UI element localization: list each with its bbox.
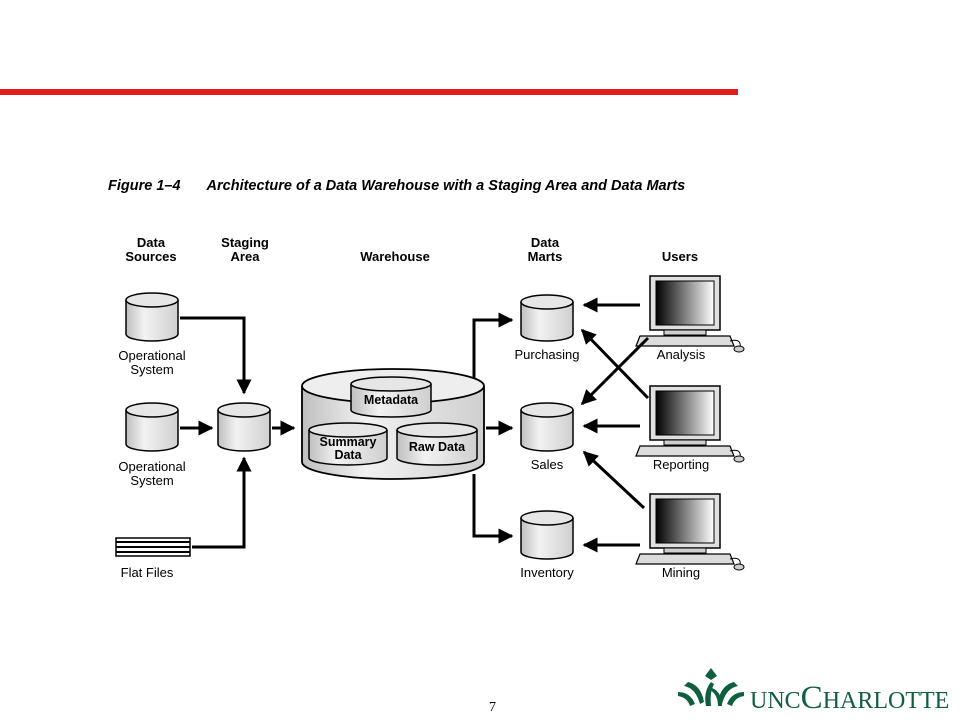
column-heading-sources: Data Sources <box>125 235 177 264</box>
column-heading-warehouse: Warehouse <box>360 249 430 264</box>
raw-data-label: Raw Data <box>408 440 466 454</box>
arrow-analysis-to-sales <box>580 336 650 406</box>
unc-charlotte-crown-logo <box>678 668 744 706</box>
mart-database-sales <box>520 402 574 452</box>
mart-database-inventory <box>520 510 574 560</box>
figure-title: Figure 1–4 Architecture of a Data Warehou… <box>108 178 685 194</box>
arrow-warehouse-to-purchasing <box>472 312 514 378</box>
mart-database-purchasing <box>520 294 574 342</box>
workstation-analysis-icon <box>635 275 745 353</box>
user-label-mining: Mining <box>661 565 701 580</box>
column-heading-marts: Data Marts <box>527 235 563 264</box>
metadata-cylinder <box>350 376 432 418</box>
column-heading-users: Users <box>661 249 699 264</box>
accent-bar <box>0 89 738 95</box>
arrow-flatfiles-to-staging <box>192 456 252 549</box>
figure-caption: Architecture of a Data Warehouse with a … <box>206 178 686 194</box>
source-database-1 <box>125 292 179 342</box>
raw-data-cylinder <box>396 422 478 466</box>
metadata-label: Metadata <box>363 393 419 407</box>
arrow-source1-to-staging <box>180 316 252 395</box>
workstation-mining-icon <box>635 493 745 571</box>
mart-label-inventory: Inventory <box>520 565 574 580</box>
arrow-mining-to-sales <box>582 450 646 510</box>
mart-label-purchasing: Purchasing <box>514 347 580 362</box>
mart-label-sales: Sales <box>530 457 564 472</box>
arrow-warehouse-to-inventory <box>472 474 514 544</box>
user-label-reporting: Reporting <box>652 457 710 472</box>
arrow-reporting-to-purchasing <box>580 328 650 400</box>
unc-charlotte-wordmark: UNCCHARLOTTE <box>750 680 950 716</box>
source-label-flat-files: Flat Files <box>120 565 174 580</box>
workstation-reporting-icon <box>635 385 745 463</box>
page-number: 7 <box>489 700 496 715</box>
source-database-2 <box>125 402 179 452</box>
summary-data-cylinder <box>308 422 388 466</box>
column-heading-staging: Staging Area <box>221 235 269 264</box>
source-label-2: Operational System <box>118 459 186 488</box>
source-label-1: Operational System <box>118 348 186 377</box>
summary-data-label: Summary Data <box>319 435 377 462</box>
flat-files-icon <box>115 537 191 557</box>
user-label-analysis: Analysis <box>656 347 706 362</box>
figure-number: Figure 1–4 <box>108 178 181 194</box>
staging-database <box>217 402 271 452</box>
